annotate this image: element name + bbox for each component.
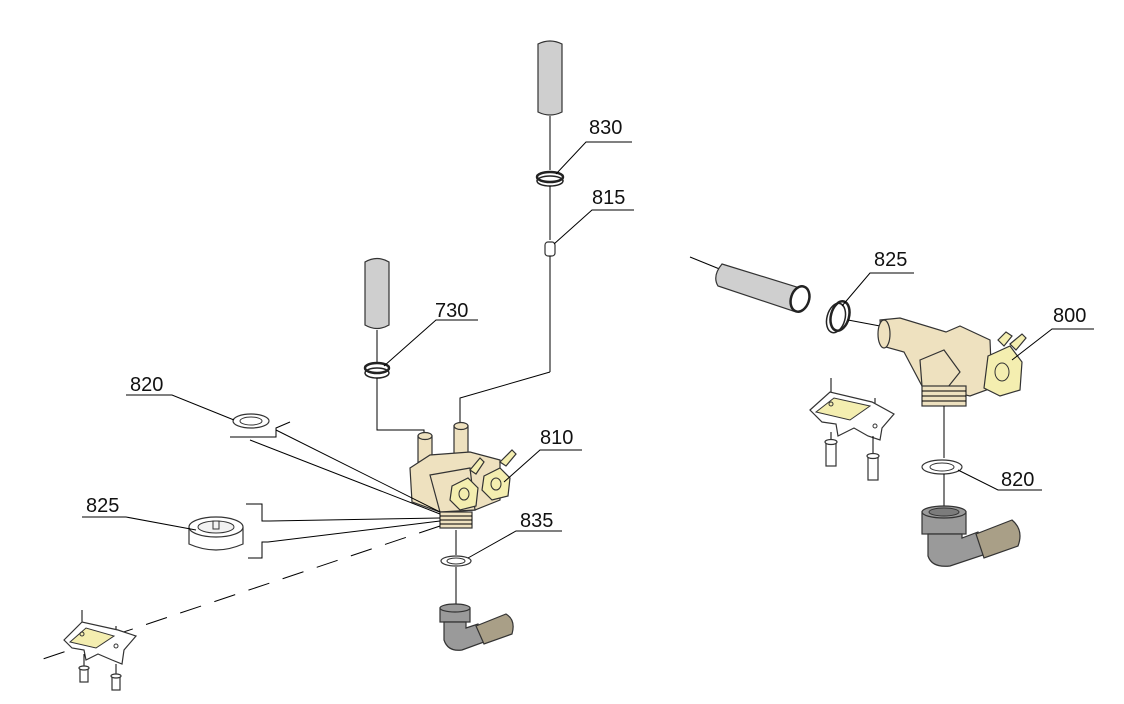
hose-right <box>689 256 811 313</box>
hose-clamp-830 <box>535 170 565 240</box>
screw-left-1 <box>78 654 90 683</box>
nozzle-815 <box>544 241 556 372</box>
washer-820-left <box>232 413 270 429</box>
screw-right-2 <box>866 436 880 481</box>
callout-830: 830 <box>589 117 622 139</box>
callout-730: 730 <box>435 300 468 322</box>
hose-upper <box>537 40 563 170</box>
callout-810: 810 <box>540 427 573 449</box>
filter-cup-825-left <box>188 516 244 551</box>
outlet-elbow-left <box>439 603 514 651</box>
callout-leaders <box>82 141 1094 559</box>
screw-left-2 <box>110 664 122 691</box>
washer-835 <box>440 530 472 606</box>
callout-825-right: 825 <box>874 249 907 271</box>
callout-835: 835 <box>520 510 553 532</box>
single-water-valve-800 <box>877 317 1027 458</box>
callout-815: 815 <box>592 187 625 209</box>
double-water-valve-810 <box>409 421 517 529</box>
hose-lower <box>364 257 390 362</box>
callout-820-left: 820 <box>130 374 163 396</box>
callout-820-right: 820 <box>1001 469 1034 491</box>
callout-800: 800 <box>1053 305 1086 327</box>
mounting-bracket-right <box>809 378 895 441</box>
washer-820-right <box>921 459 963 506</box>
exploded-leaders-left <box>33 421 441 663</box>
outlet-elbow-right <box>921 505 1021 567</box>
hose-clamp-730 <box>363 361 425 438</box>
hose-clamp-825-right <box>825 300 881 334</box>
callout-825-left: 825 <box>86 495 119 517</box>
mounting-bracket-left <box>63 610 138 665</box>
screw-right-1 <box>824 432 838 467</box>
